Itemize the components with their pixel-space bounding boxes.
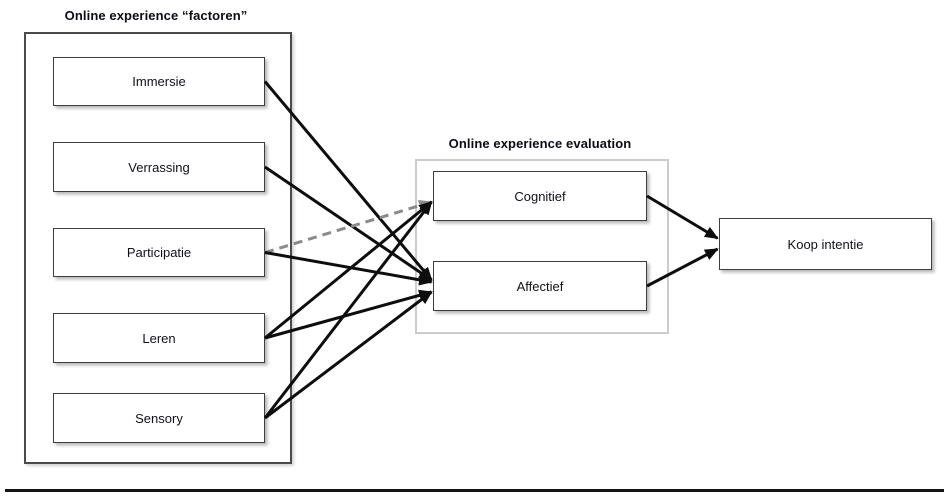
node-leren-label: Leren <box>142 330 176 346</box>
node-sensory: Sensory <box>53 393 265 443</box>
node-koop-intentie-label: Koop intentie <box>787 236 864 252</box>
node-cognitief-label: Cognitief <box>514 188 566 204</box>
node-leren: Leren <box>53 313 265 363</box>
evaluation-group-title: Online experience evaluation <box>448 136 632 151</box>
bottom-divider-line <box>5 489 944 492</box>
node-participatie: Participatie <box>53 228 265 277</box>
node-koop-intentie: Koop intentie <box>719 218 932 270</box>
node-sensory-label: Sensory <box>135 410 183 426</box>
node-verrassing: Verrassing <box>53 142 265 192</box>
node-cognitief: Cognitief <box>433 171 647 221</box>
node-verrassing-label: Verrassing <box>128 159 190 175</box>
node-affectief-label: Affectief <box>516 278 564 294</box>
node-affectief: Affectief <box>433 261 647 311</box>
node-participatie-label: Participatie <box>126 245 192 260</box>
factoren-group-title: Online experience “factoren” <box>64 8 248 23</box>
node-immersie-label: Immersie <box>132 74 186 89</box>
node-immersie: Immersie <box>53 57 265 106</box>
